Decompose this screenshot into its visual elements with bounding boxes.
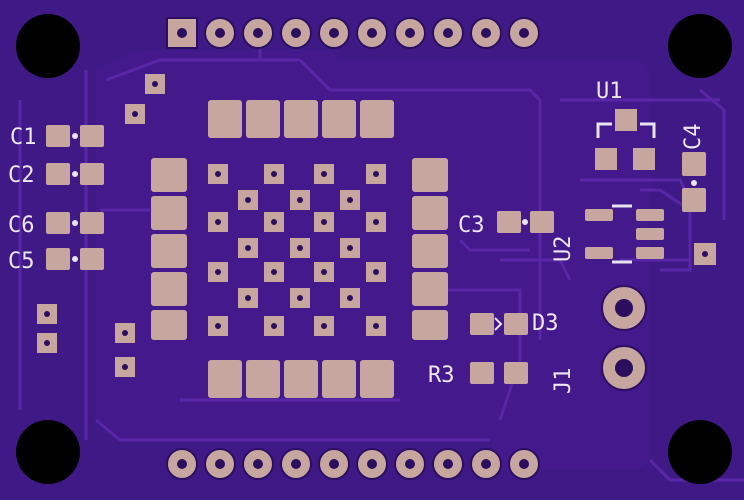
label-c2: C2 [8, 163, 35, 188]
label-u1: U1 [596, 79, 623, 104]
label-u2: U2 [551, 235, 576, 263]
small-pads [37, 74, 716, 377]
label-c6: C6 [8, 213, 35, 238]
d3-r3-pads [470, 313, 528, 384]
j1-connector [601, 285, 647, 391]
label-c1: C1 [10, 125, 37, 150]
c4-pads [682, 152, 706, 212]
label-c3: C3 [458, 213, 485, 238]
label-j1: J1 [551, 367, 576, 395]
bottom-pin-header [166, 448, 540, 480]
top-pin-header [166, 17, 540, 49]
mounting-hole-icon [16, 14, 80, 78]
left-caps [46, 125, 104, 270]
mounting-hole-icon [16, 420, 80, 484]
chip-pads [151, 100, 448, 398]
c3-pads [497, 211, 554, 233]
label-r3: R3 [428, 363, 455, 388]
label-d3: D3 [532, 311, 559, 336]
mounting-holes [16, 14, 732, 484]
u1-footprint [595, 109, 656, 170]
via-grid [208, 164, 386, 336]
u2-footprint [585, 204, 664, 264]
mounting-hole-icon [668, 14, 732, 78]
traces [18, 20, 744, 482]
label-c5: C5 [8, 249, 35, 274]
mounting-hole-icon [668, 420, 732, 484]
label-c4: C4 [681, 123, 706, 151]
